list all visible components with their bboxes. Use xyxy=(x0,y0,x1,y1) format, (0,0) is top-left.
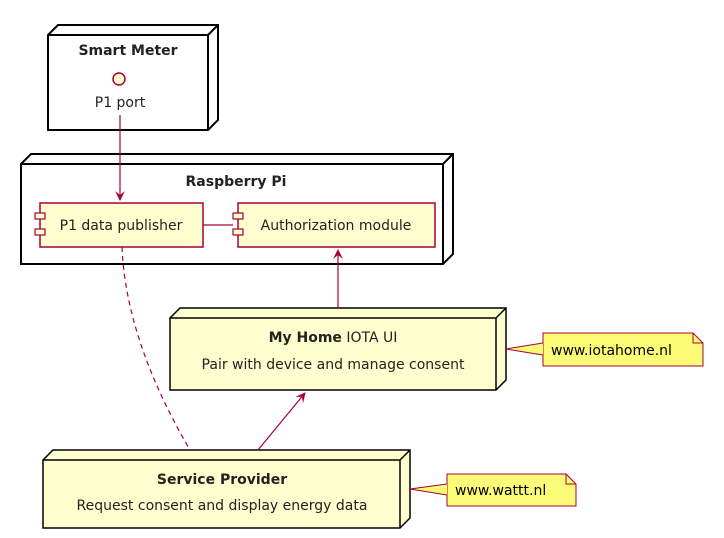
smart-meter-node: Smart Meter P1 port xyxy=(47,24,219,131)
component-tab-icon xyxy=(232,212,244,220)
my-home-subtitle: Pair with device and manage consent xyxy=(202,357,465,373)
component-tab-icon xyxy=(34,228,46,236)
my-home-node: My Home IOTA UI Pair with device and man… xyxy=(169,307,507,391)
publisher-to-provider-dashed xyxy=(121,246,191,451)
service-provider-title: Service Provider xyxy=(157,472,287,488)
p1-port-label: P1 port xyxy=(95,95,146,111)
my-home-title-rest: IOTA UI xyxy=(342,330,397,346)
my-home-title-bold: My Home xyxy=(269,330,342,346)
component-tab-icon xyxy=(34,212,46,220)
p1-publisher-component: P1 data publisher xyxy=(34,202,204,248)
note-iotahome-text: www.iotahome.nl xyxy=(551,343,672,359)
provider-to-myhome-arrow xyxy=(257,392,306,451)
note-wattt-text: www.wattt.nl xyxy=(455,483,546,499)
raspberry-pi-title: Raspberry Pi xyxy=(186,174,287,190)
service-provider-node: Service Provider Request consent and dis… xyxy=(42,449,411,529)
service-provider-subtitle: Request consent and display energy data xyxy=(77,498,368,514)
smart-meter-title: Smart Meter xyxy=(78,43,177,59)
raspberry-pi-node: Raspberry Pi P1 data publisher Authoriza… xyxy=(20,153,454,265)
p1-port-interface-icon xyxy=(112,72,126,86)
note-wattt: www.wattt.nl xyxy=(409,473,577,507)
note-iotahome: www.iotahome.nl xyxy=(505,332,704,367)
auth-module-label: Authorization module xyxy=(261,218,412,234)
p1-publisher-label: P1 data publisher xyxy=(60,218,183,234)
auth-module-component: Authorization module xyxy=(232,202,436,248)
component-tab-icon xyxy=(232,228,244,236)
my-home-title: My Home IOTA UI xyxy=(269,330,398,346)
